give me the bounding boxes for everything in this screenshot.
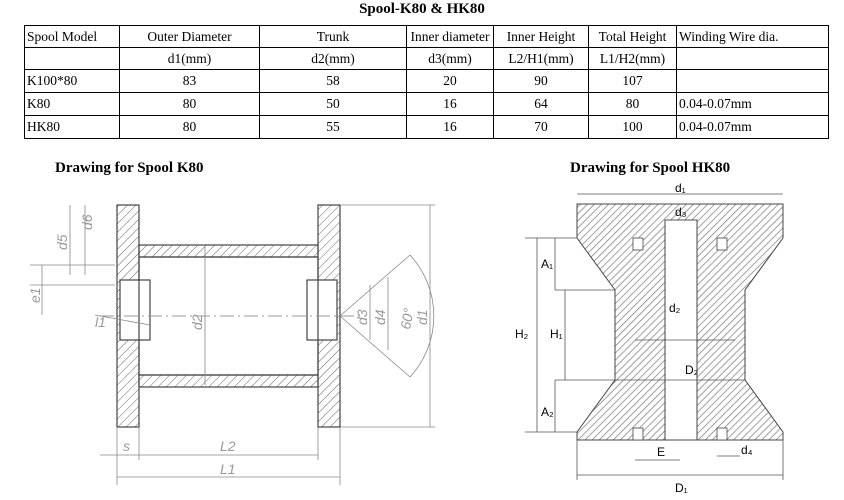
table-row: HK80 80 55 16 70 100 0.04-0.07mm [24, 115, 829, 139]
table-cell: K80 [24, 92, 120, 116]
label-d3: d₃ [675, 205, 687, 219]
table-cell: 90 [493, 69, 589, 93]
label-s: s [123, 438, 130, 454]
page-title: Spool-K80 & HK80 [359, 1, 485, 17]
label-H1: H₁ [550, 327, 563, 341]
hk80-bore [664, 219, 698, 441]
table-cell [676, 69, 829, 93]
table-cell: 80 [588, 92, 677, 116]
table-cell: K100*80 [24, 69, 120, 93]
header-cell: Spool Model [24, 25, 120, 48]
label-e1: e1 [27, 287, 43, 303]
table-cell: 58 [259, 69, 407, 93]
label-A2: A₂ [541, 405, 554, 419]
table-cell: HK80 [24, 115, 120, 139]
k80-trunk-bottom [138, 374, 319, 388]
table-cell: 55 [259, 115, 407, 139]
label-d5: d5 [54, 234, 70, 250]
table-cell: 0.04-0.07mm [676, 92, 829, 116]
table-cell: 16 [406, 92, 494, 116]
table-row: K100*80 83 58 20 90 107 [24, 69, 829, 93]
header-cell: Inner diameter [406, 25, 494, 48]
table-unit-row: d1(mm) d2(mm) d3(mm) L2/H1(mm) L1/H2(mm) [24, 47, 829, 70]
label-d4: d₄ [741, 443, 753, 457]
k80-drawing-caption: Drawing for Spool K80 [55, 160, 204, 176]
label-A1: A₁ [541, 257, 553, 271]
unit-cell: L1/H2(mm) [588, 47, 677, 70]
table-cell: 100 [588, 115, 677, 139]
label-d4: d4 [372, 309, 388, 325]
label-d6: d6 [79, 214, 95, 230]
hk80-drawing-caption: Drawing for Spool HK80 [570, 160, 731, 176]
header-cell: Trunk [259, 25, 407, 48]
label-H2: H₂ [515, 327, 529, 341]
table-cell: 83 [119, 69, 260, 93]
header-cell: Total Height [588, 25, 677, 48]
table-row: K80 80 50 16 64 80 0.04-0.07mm [24, 92, 829, 116]
unit-cell: d1(mm) [119, 47, 260, 70]
header-cell: Inner Height [493, 25, 589, 48]
table-cell: 20 [406, 69, 494, 93]
table-cell: 64 [493, 92, 589, 116]
label-d2: d2 [189, 314, 205, 330]
table-cell: 50 [259, 92, 407, 116]
table-header-row: Spool Model Outer Diameter Trunk Inner d… [24, 25, 829, 48]
label-D2: D₂ [685, 363, 699, 377]
unit-cell [676, 47, 829, 70]
label-L1: L1 [220, 461, 236, 477]
table-cell: 0.04-0.07mm [676, 115, 829, 139]
hk80-drawing: d₁ d₃ A₁ H₂ H₁ d₂ D₂ A₂ E d₄ D₁ [515, 181, 784, 495]
label-d1: d1 [414, 309, 430, 325]
label-E: E [657, 445, 665, 459]
header-cell: Outer Diameter [119, 25, 260, 48]
table-cell: 16 [406, 115, 494, 139]
unit-cell [24, 47, 120, 70]
unit-cell: d3(mm) [406, 47, 494, 70]
label-d3: d3 [354, 309, 370, 325]
header-cell: Winding Wire dia. [676, 25, 829, 48]
table-cell: 70 [493, 115, 589, 139]
label-D1: D₁ [675, 481, 688, 495]
label-angle: 60° [397, 306, 417, 330]
table-cell: 80 [119, 115, 260, 139]
unit-cell: d2(mm) [259, 47, 407, 70]
label-l1: l1 [95, 314, 106, 330]
label-d2: d₂ [669, 301, 681, 315]
spec-table: Spool Model Outer Diameter Trunk Inner d… [24, 25, 829, 139]
unit-cell: L2/H1(mm) [493, 47, 589, 70]
k80-trunk-top [138, 244, 319, 258]
label-L2: L2 [220, 438, 236, 454]
label-d1: d₁ [675, 181, 686, 195]
table-cell: 107 [588, 69, 677, 93]
k80-drawing: d6 d5 e1 l1 d2 d3 d4 60° d1 s L2 L1 [27, 204, 435, 485]
table-cell: 80 [119, 92, 260, 116]
